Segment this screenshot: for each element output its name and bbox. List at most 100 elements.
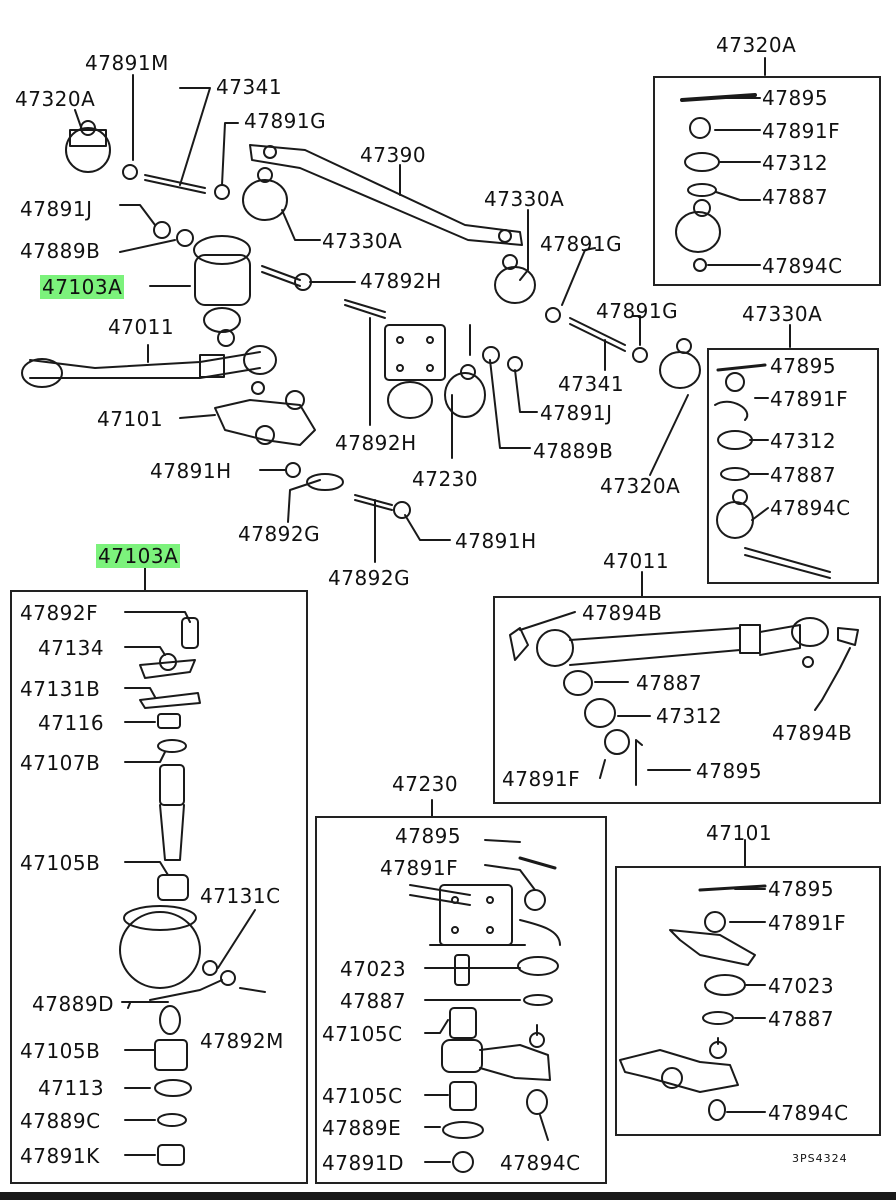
part-label[interactable]: 47891G xyxy=(596,299,679,323)
part-label[interactable]: 47891M xyxy=(85,51,169,75)
part-label[interactable]: 47116 xyxy=(38,711,105,735)
part-label[interactable]: 47895 xyxy=(762,86,829,110)
part-label[interactable]: 47889B xyxy=(533,439,614,463)
part-label[interactable]: 47887 xyxy=(340,989,407,1013)
box-title[interactable]: 47101 xyxy=(706,821,773,845)
part-label[interactable]: 47891J xyxy=(540,401,613,425)
part-label[interactable]: 47101 xyxy=(97,407,164,431)
box-47101 xyxy=(615,866,881,1136)
box-title[interactable]: 47320A xyxy=(716,33,797,57)
part-label[interactable]: 47892G xyxy=(238,522,321,546)
part-label[interactable]: 47312 xyxy=(762,151,829,175)
part-label[interactable]: 47134 xyxy=(38,636,105,660)
part-label[interactable]: 47891K xyxy=(20,1144,100,1168)
leader-47341 xyxy=(179,87,211,186)
part-label[interactable]: 47891H xyxy=(150,459,232,483)
part-label[interactable]: 47023 xyxy=(768,974,835,998)
box-47320a xyxy=(653,76,881,286)
part-label[interactable]: 47320A xyxy=(15,87,96,111)
drawing-code: 3PS4324 xyxy=(792,1152,848,1165)
part-label[interactable]: 47894B xyxy=(582,601,663,625)
part-label[interactable]: 47892G xyxy=(328,566,411,590)
box-title[interactable]: 47011 xyxy=(603,549,670,573)
part-label[interactable]: 47891G xyxy=(540,232,623,256)
part-label[interactable]: 47131B xyxy=(20,677,101,701)
highlight-47103a[interactable]: 47103A xyxy=(40,275,125,299)
part-label[interactable]: 47894C xyxy=(762,254,843,278)
box-title[interactable]: 47330A xyxy=(742,302,823,326)
part-label[interactable]: 47894C xyxy=(500,1151,581,1175)
part-label[interactable]: 47891F xyxy=(502,767,581,791)
leader-47101 xyxy=(179,414,216,419)
part-label[interactable]: 47113 xyxy=(38,1076,105,1100)
leader-47891h-b xyxy=(404,514,451,541)
leader-47891j xyxy=(119,204,156,226)
part-label[interactable]: 47891F xyxy=(762,119,841,143)
part-label[interactable]: 47894B xyxy=(772,721,853,745)
part-label[interactable]: 47895 xyxy=(696,759,763,783)
part-label[interactable]: 47105B xyxy=(20,851,101,875)
part-label[interactable]: 47892F xyxy=(20,601,99,625)
part-label[interactable]: 47011 xyxy=(108,315,175,339)
part-label[interactable]: 47330A xyxy=(322,229,403,253)
part-label[interactable]: 47891F xyxy=(380,856,459,880)
part-label[interactable]: 47889D xyxy=(32,992,115,1016)
part-label[interactable]: 47889E xyxy=(322,1116,402,1140)
part-label[interactable]: 47891F xyxy=(768,911,847,935)
part-label[interactable]: 47131C xyxy=(200,884,281,908)
part-label[interactable]: 47887 xyxy=(768,1007,835,1031)
leader-47892g-a xyxy=(287,479,321,523)
part-label[interactable]: 47891F xyxy=(770,387,849,411)
part-label[interactable]: 47341 xyxy=(216,75,283,99)
part-label[interactable]: 47320A xyxy=(600,474,681,498)
leader-47889b xyxy=(119,239,176,253)
box-47330a xyxy=(707,348,879,584)
leader-47891m-right xyxy=(632,315,641,346)
leader-47320a-right xyxy=(649,394,689,476)
leader-47330a-mid xyxy=(281,209,321,241)
part-label-highlighted[interactable]: 47103A xyxy=(40,275,125,299)
part-label[interactable]: 47312 xyxy=(656,704,723,728)
box-title-highlighted[interactable]: 47103A xyxy=(96,544,181,568)
part-label[interactable]: 47105C xyxy=(322,1084,403,1108)
part-label[interactable]: 47390 xyxy=(360,143,427,167)
part-label[interactable]: 47341 xyxy=(558,372,625,396)
part-label[interactable]: 47105C xyxy=(322,1022,403,1046)
leader-47889b-mid xyxy=(489,359,531,449)
part-label[interactable]: 47895 xyxy=(395,824,462,848)
part-label[interactable]: 47230 xyxy=(412,467,479,491)
part-label[interactable]: 47891D xyxy=(322,1151,405,1175)
part-label[interactable]: 47894C xyxy=(770,496,851,520)
part-label[interactable]: 47889B xyxy=(20,239,101,263)
leader-47891j-mid xyxy=(514,369,538,413)
part-label[interactable]: 47312 xyxy=(770,429,837,453)
bottom-bar xyxy=(0,1192,896,1200)
part-label[interactable]: 47891G xyxy=(244,109,327,133)
leader-47891g xyxy=(221,122,239,186)
part-label[interactable]: 47892H xyxy=(335,431,417,455)
part-label[interactable]: 47891J xyxy=(20,197,93,221)
leader-47891g-right xyxy=(561,247,596,306)
box-47011 xyxy=(493,596,881,804)
part-label[interactable]: 47889C xyxy=(20,1109,101,1133)
part-label[interactable]: 47107B xyxy=(20,751,101,775)
box-title[interactable]: 47230 xyxy=(392,772,459,796)
leader-47330a-right xyxy=(519,209,529,281)
part-label[interactable]: 47887 xyxy=(762,185,829,209)
highlight-47103a[interactable]: 47103A xyxy=(96,544,181,568)
part-label[interactable]: 47891H xyxy=(455,529,537,553)
part-label[interactable]: 47330A xyxy=(484,187,565,211)
part-label[interactable]: 47895 xyxy=(770,354,837,378)
box-47103a xyxy=(10,590,308,1184)
part-label[interactable]: 47887 xyxy=(770,463,837,487)
part-label[interactable]: 47023 xyxy=(340,957,407,981)
part-label[interactable]: 47895 xyxy=(768,877,835,901)
box-47230 xyxy=(315,816,607,1184)
part-label[interactable]: 47105B xyxy=(20,1039,101,1063)
part-label[interactable]: 47892M xyxy=(200,1029,284,1053)
part-label[interactable]: 47892H xyxy=(360,269,442,293)
part-label[interactable]: 47894C xyxy=(768,1101,849,1125)
part-label[interactable]: 47887 xyxy=(636,671,703,695)
